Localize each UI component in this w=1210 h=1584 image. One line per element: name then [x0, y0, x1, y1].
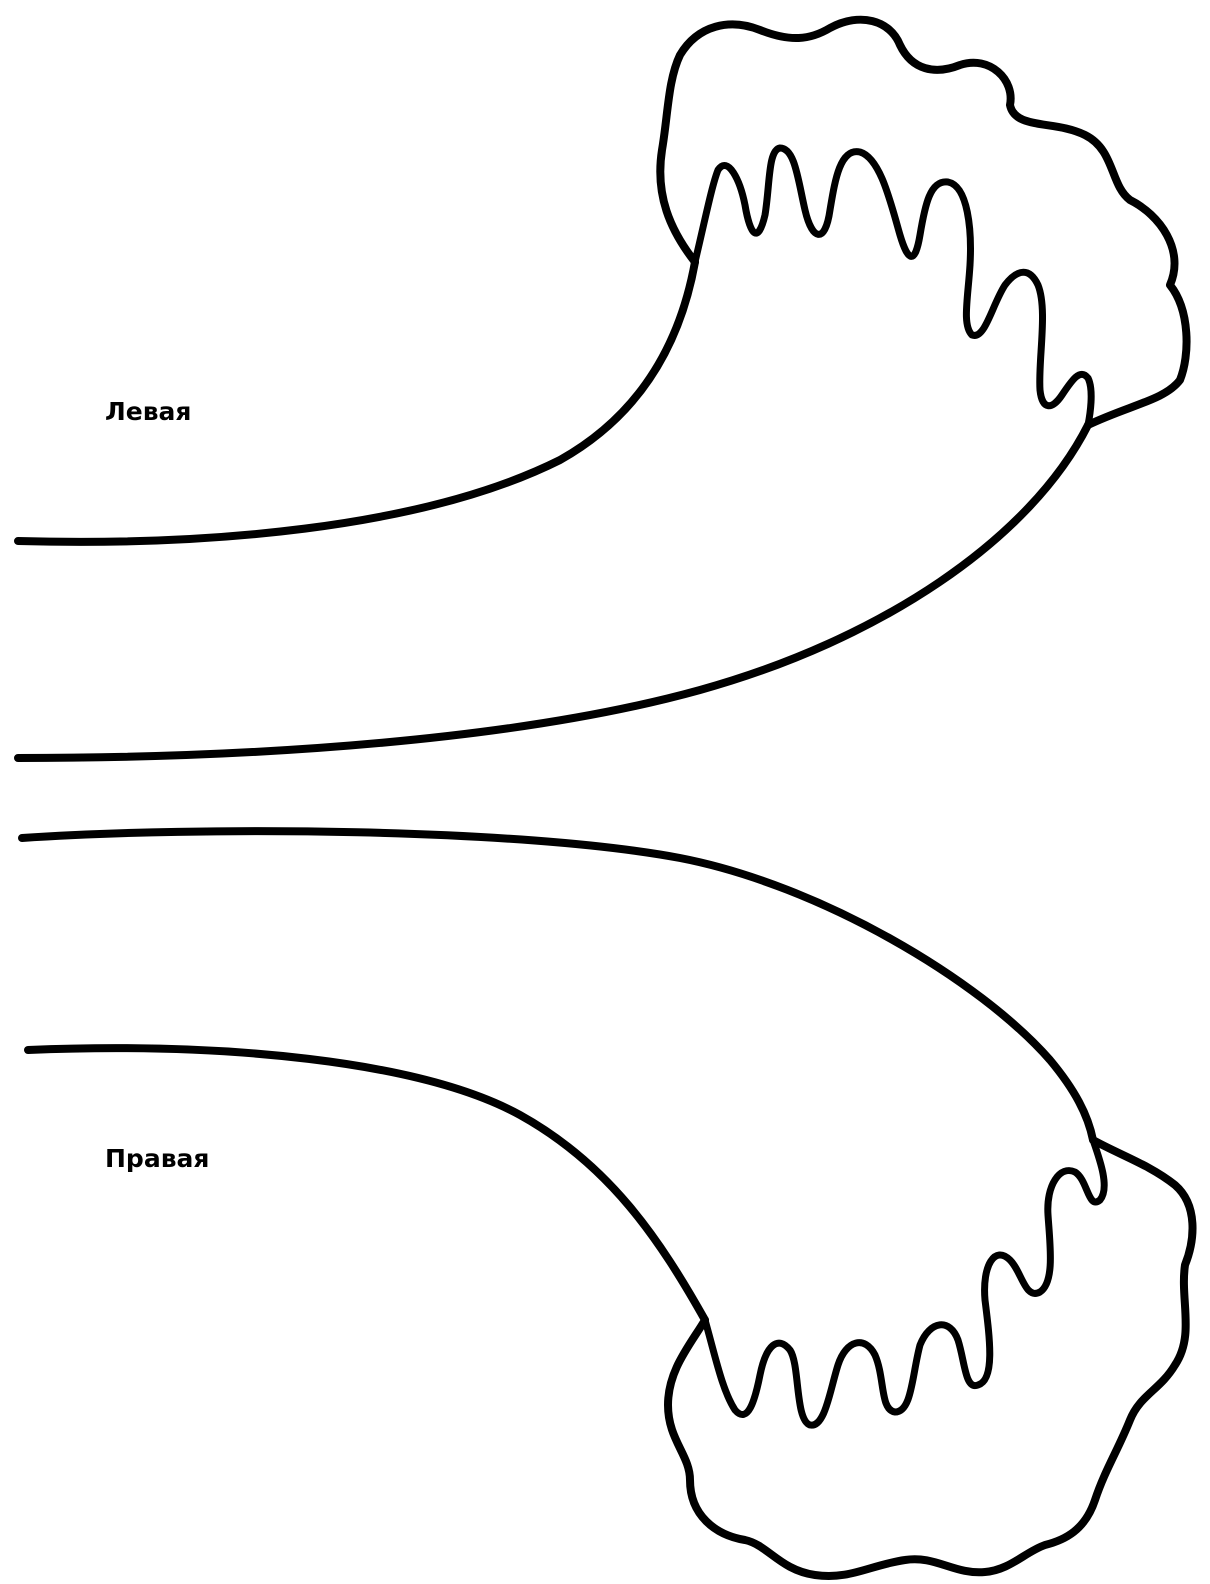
left-label: Левая: [105, 397, 191, 426]
left-tube-lower-edge: [18, 425, 1088, 758]
left-tube-fimbriae: [695, 148, 1091, 425]
right-tube-lower-edge: [28, 1048, 705, 1320]
right-tube-upper-edge: [22, 831, 1093, 1140]
right-label: Правая: [105, 1144, 209, 1173]
left-tube: [18, 20, 1187, 758]
right-tube-fimbriae: [705, 1140, 1104, 1425]
right-fimbrial-outline: [668, 1140, 1193, 1576]
right-tube: [22, 831, 1193, 1576]
